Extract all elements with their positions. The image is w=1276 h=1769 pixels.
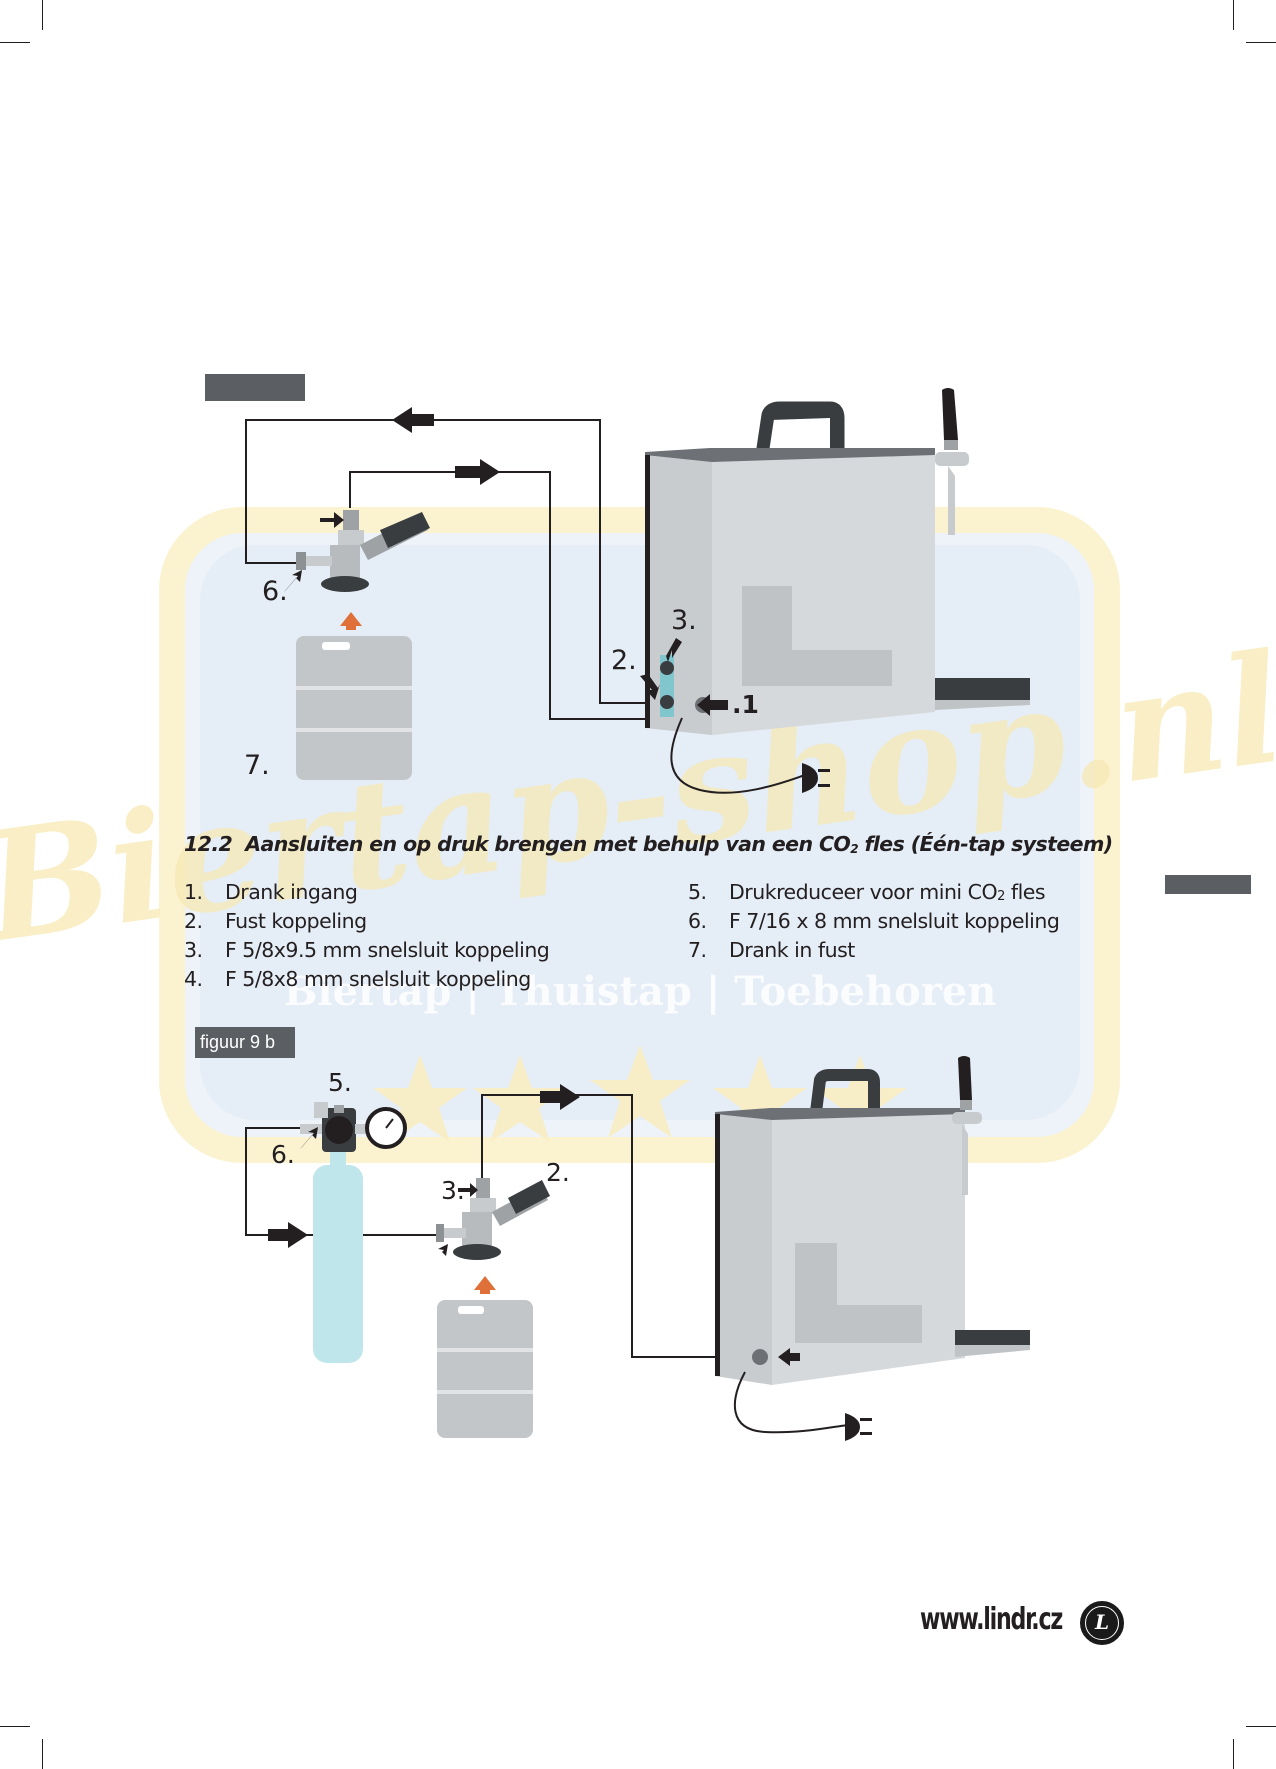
callout-6: 6.: [271, 1140, 295, 1169]
legend-item: 5.Drukreduceer voor mini CO2 fles: [688, 880, 1046, 904]
crop-mark: [0, 42, 30, 43]
beer-cooler-icon: [645, 401, 1030, 735]
co2-bottle-icon: [313, 1148, 363, 1363]
crop-mark: [1246, 42, 1276, 43]
footer-url[interactable]: www.lindr.cz: [920, 1602, 1063, 1637]
power-plug-icon: [802, 763, 830, 793]
callout-6: 6.: [262, 576, 288, 607]
beer-tap-icon: [952, 1056, 982, 1195]
legend-item: 1.Drank ingang: [184, 880, 358, 904]
legend-item: 3.F 5/8x9.5 mm snelsluit koppeling: [184, 938, 550, 962]
beer-tap-icon: [935, 388, 969, 535]
legend-item: 2.Fust koppeling: [184, 909, 367, 933]
callout-5: 5.: [328, 1068, 352, 1097]
section-title-end: fles (Één-tap systeem): [858, 832, 1114, 856]
pressure-regulator-icon: [300, 1102, 407, 1152]
section-title-sub: 2: [850, 842, 859, 856]
lindr-logo: L: [1080, 1601, 1124, 1645]
crop-mark: [1233, 1739, 1234, 1769]
crop-mark: [42, 1739, 43, 1769]
crop-mark: [0, 1726, 30, 1727]
beer-keg-icon: [296, 636, 412, 780]
crop-mark: [42, 0, 43, 30]
callout-2: 2.: [611, 645, 637, 676]
figure-a-label: [205, 374, 305, 401]
legend-right: 5.Drukreduceer voor mini CO2 fles 6.F 7/…: [688, 878, 1088, 965]
callout-1: .1: [732, 690, 759, 719]
crop-mark: [1233, 0, 1234, 30]
section-title: Aansluiten en op druk brengen met behulp…: [245, 832, 851, 856]
chapter-tab: [1165, 875, 1251, 894]
callout-3: 3.: [441, 1176, 465, 1205]
beer-cooler-icon: [715, 1069, 1030, 1385]
power-plug-icon: [845, 1413, 872, 1441]
callout-7: 7.: [244, 750, 270, 781]
legend-item: 7.Drank in fust: [688, 938, 855, 962]
logo-letter: L: [1085, 1606, 1119, 1640]
keg-coupler-icon: [296, 510, 430, 592]
beer-keg-icon: [437, 1300, 533, 1438]
legend-item: 6.F 7/16 x 8 mm snelsluit koppeling: [688, 909, 1060, 933]
watermark-tagline: Biertap | Thuistap | Toebehoren: [284, 968, 997, 1015]
section-heading: 12.2 Aansluiten en op druk brengen met b…: [184, 832, 1114, 856]
crop-mark: [1246, 1726, 1276, 1727]
callout-3: 3.: [671, 605, 697, 636]
section-number: 12.2: [184, 832, 233, 856]
keg-coupler-icon: [436, 1178, 550, 1260]
legend-item: 4.F 5/8x8 mm snelsluit koppeling: [184, 967, 531, 991]
callout-2: 2.: [546, 1158, 570, 1187]
figure-b-label: figuur 9 b: [195, 1027, 295, 1058]
legend-left: 1.Drank ingang 2.Fust koppeling 3.F 5/8x…: [184, 878, 644, 994]
